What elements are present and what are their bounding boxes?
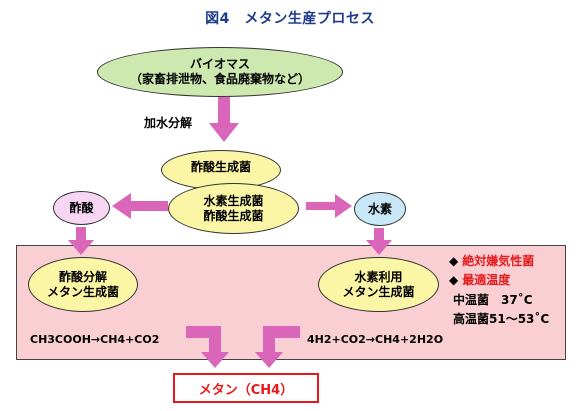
methanogen-label-1: メタン生成菌 (46, 284, 119, 299)
acetic-acid-node: 酢酸 (53, 191, 110, 225)
methane-result-box: メタン（CH4） (173, 373, 319, 403)
arrow-hydrolysis (209, 97, 239, 142)
reaction-hydrogen-text: 4H2+CO2→CH4+2H2O (307, 333, 444, 346)
arrow-hydrogen-to-methane (255, 326, 300, 368)
bullet-icon: ◆ (449, 273, 459, 287)
bullet-icon: ◆ (449, 254, 459, 268)
reaction-acetic: CH3COOH→CH4+CO2 (30, 333, 159, 346)
arrow-hydrogen-down (366, 228, 392, 255)
hydrogen-label: 水素 (367, 201, 392, 216)
hydrogen-producer-label: 水素生成菌 (203, 193, 264, 208)
biomass-node: バイオマス （家畜排泄物、食品廃棄物など） (97, 47, 343, 97)
note-optimum: ◆最適温度 (449, 271, 510, 288)
hydrolysis-label: 加水分解 (144, 116, 193, 130)
arrow-to-hydrogen (306, 194, 352, 218)
figure-title: 図4 メタン生産プロセス (205, 11, 375, 27)
acetic-acid-label: 酢酸 (69, 200, 94, 215)
acetoclastic-label: 酢酸分解 (58, 269, 107, 284)
hydrogen-acetogen-node: 水素生成菌 酢酸生成菌 (168, 183, 299, 234)
acetoclastic-methanogen-node: 酢酸分解 メタン生成菌 (28, 257, 138, 312)
note-optimum-text: 最適温度 (462, 273, 511, 287)
biomass-examples: （家畜排泄物、食品廃棄物など） (129, 72, 310, 86)
note-mesophilic: 中温菌 37˚C (453, 293, 533, 307)
arrow-acetic-down (68, 227, 94, 255)
note-anaerobic-text: 絶対嫌気性菌 (462, 254, 535, 268)
note-anaerobic: ◆絶対嫌気性菌 (449, 252, 534, 269)
methane-result-label: メタン（CH4） (198, 382, 294, 398)
biomass-label: バイオマス (189, 57, 250, 71)
hydrogenotrophic-methanogen-node: 水素利用 メタン生成菌 (318, 257, 439, 312)
reaction-hydrogen: 4H2+CO2→CH4+2H2O (307, 333, 443, 346)
arrow-acetic-to-methane (186, 326, 229, 368)
hydrogen-node: 水素 (354, 192, 406, 226)
reaction-acetic-text: CH3COOH→CH4+CO2 (30, 333, 160, 346)
hydrogenotrophic-label: 水素利用 (354, 269, 403, 284)
acetogen-label: 酢酸生成菌 (190, 160, 251, 174)
acetogen-label-2: 酢酸生成菌 (203, 208, 264, 223)
arrow-to-acetic-acid (112, 193, 168, 219)
methanogen-label-2: メタン生成菌 (342, 284, 415, 299)
note-thermophilic: 高温菌51～53˚C (453, 312, 550, 326)
